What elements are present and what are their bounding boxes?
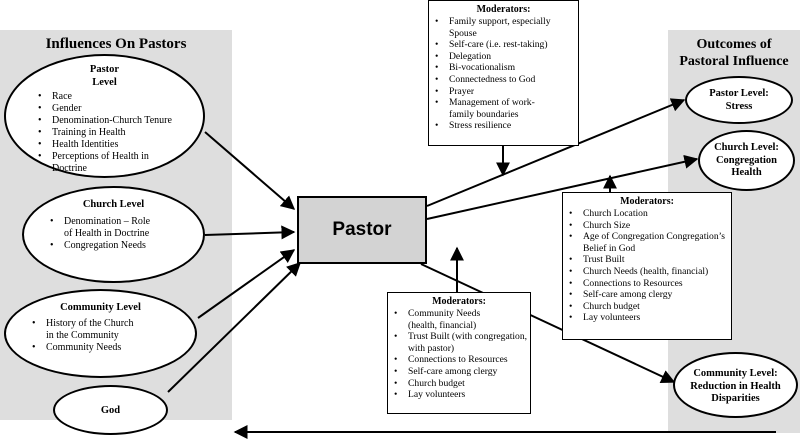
moderators-right-title: Moderators: — [620, 196, 674, 207]
arrow-community-level-to-pastor — [197, 249, 296, 319]
outcome-church-health-line1: Church Level: — [714, 142, 779, 153]
outcomes-title-line2: Pastoral Influence — [679, 54, 789, 69]
list-item: Perceptions of Health in Doctrine — [36, 151, 170, 175]
list-item: Age of Congregation Congregation’s Belie… — [567, 231, 731, 254]
outcome-church-health-line3: Health — [731, 167, 762, 178]
list-item: Self-care among clergy — [392, 366, 526, 378]
list-item: Bi-vocationalism — [433, 62, 574, 74]
moderators-right-box: Moderators: Church Location Church Size … — [562, 192, 732, 340]
list-item: Self-care among clergy — [567, 289, 727, 301]
moderators-top-title: Moderators: — [476, 4, 531, 15]
outcome-community-line3: Disparities — [711, 393, 760, 404]
list-item: Stress resilience — [433, 120, 574, 132]
moderators-bottom-title: Moderators: — [432, 296, 486, 307]
arrow-church-level-to-pastor — [204, 225, 296, 240]
list-item: History of the Church in the Community — [30, 318, 136, 342]
arrow-god-to-pastor — [167, 262, 302, 393]
arrow-pastor-level-to-pastor — [204, 131, 296, 210]
pastor-level-title-line1: Pastor — [89, 64, 120, 75]
list-item: Trust Built — [567, 254, 727, 266]
list-item: Delegation — [433, 51, 574, 63]
influences-title: Influences On Pastors — [45, 36, 187, 52]
outcome-pastor-stress-label: Pastor Level: Stress — [687, 88, 791, 113]
outcome-pastor-stress-line1: Pastor Level: — [709, 88, 769, 99]
list-item: Management of work-family boundaries — [433, 97, 559, 120]
outcome-community-line1: Community Level: — [693, 368, 778, 379]
list-item: Community Needs — [30, 342, 170, 354]
community-level-list: History of the Church in the Community C… — [30, 318, 170, 354]
moderators-top-list: Family support, especially Spouse Self-c… — [433, 16, 574, 132]
moderators-right-list: Church Location Church Size Age of Congr… — [567, 208, 727, 324]
outcome-community: Community Level: Reduction in Health Dis… — [673, 352, 798, 418]
list-item: Church Location — [567, 208, 727, 220]
arrow-pastor-to-church-health — [426, 154, 699, 220]
moderators-bottom-box: Moderators: Community Needs (health, fin… — [387, 292, 531, 414]
outcome-church-health-line2: Congregation — [715, 154, 778, 166]
list-item: Church Needs (health, financial) — [567, 266, 727, 278]
church-level-ellipse: Church Level Denomination – Role of Heal… — [22, 186, 205, 283]
list-item: Denomination – Role of Health in Doctrin… — [48, 216, 156, 240]
moderators-bottom-list: Community Needs (health, financial) Trus… — [392, 308, 527, 401]
list-item: Denomination-Church Tenure — [36, 115, 186, 127]
list-item: Community Needs (health, financial) — [392, 308, 508, 331]
pastor-level-ellipse: Pastor Level Race Gender Denomination-Ch… — [4, 54, 205, 178]
outcome-church-health: Church Level: Congregation Health — [698, 130, 795, 191]
church-level-title: Church Level — [82, 199, 145, 210]
list-item: Trust Built (with congregation, with pas… — [392, 331, 530, 354]
list-item: Church budget — [567, 301, 727, 313]
pastor-level-list: Race Gender Denomination-Church Tenure T… — [36, 91, 186, 175]
list-item: Lay volunteers — [567, 312, 727, 324]
list-item: Self-care (i.e. rest-taking) — [433, 39, 574, 51]
outcome-community-label: Community Level: Reduction in Health Dis… — [675, 368, 796, 406]
pastor-level-title-line2: Level — [92, 77, 117, 88]
list-item: Training in Health — [36, 127, 186, 139]
list-item: Race — [36, 91, 186, 103]
church-level-list: Denomination – Role of Health in Doctrin… — [48, 216, 183, 252]
outcome-church-health-label: Church Level: Congregation Health — [700, 142, 793, 180]
list-item: Connectedness to God — [433, 74, 574, 86]
outcome-pastor-stress: Pastor Level: Stress — [685, 76, 793, 124]
pastor-box: Pastor — [297, 196, 427, 264]
god-ellipse: God — [53, 385, 168, 435]
list-item: Connections to Resources — [567, 278, 727, 290]
list-item: Church Size — [567, 220, 727, 232]
pastor-label: Pastor — [332, 219, 392, 240]
pastor-level-title: Pastor Level — [6, 63, 203, 89]
list-item: Health Identities — [36, 139, 186, 151]
god-title: God — [100, 404, 121, 416]
list-item: Prayer — [433, 86, 574, 98]
list-item: Congregation Needs — [48, 240, 183, 252]
arrow-pastor-to-stress — [426, 98, 686, 207]
outcomes-title-line1: Outcomes of — [696, 37, 772, 52]
community-level-title: Community Level — [60, 302, 141, 313]
community-level-ellipse: Community Level History of the Church in… — [4, 289, 197, 378]
list-item: Connections to Resources — [392, 354, 526, 366]
outcomes-title: Outcomes of Pastoral Influence — [668, 36, 800, 70]
list-item: Lay volunteers — [392, 389, 526, 401]
list-item: Family support, especially Spouse — [433, 16, 567, 39]
outcome-community-line2: Reduction in Health — [690, 380, 781, 392]
moderators-top-box: Moderators: Family support, especially S… — [428, 0, 579, 146]
list-item: Church budget — [392, 378, 526, 390]
list-item: Gender — [36, 103, 186, 115]
outcome-pastor-stress-line2: Stress — [725, 100, 753, 112]
arrow-pastor-to-community — [420, 263, 676, 384]
